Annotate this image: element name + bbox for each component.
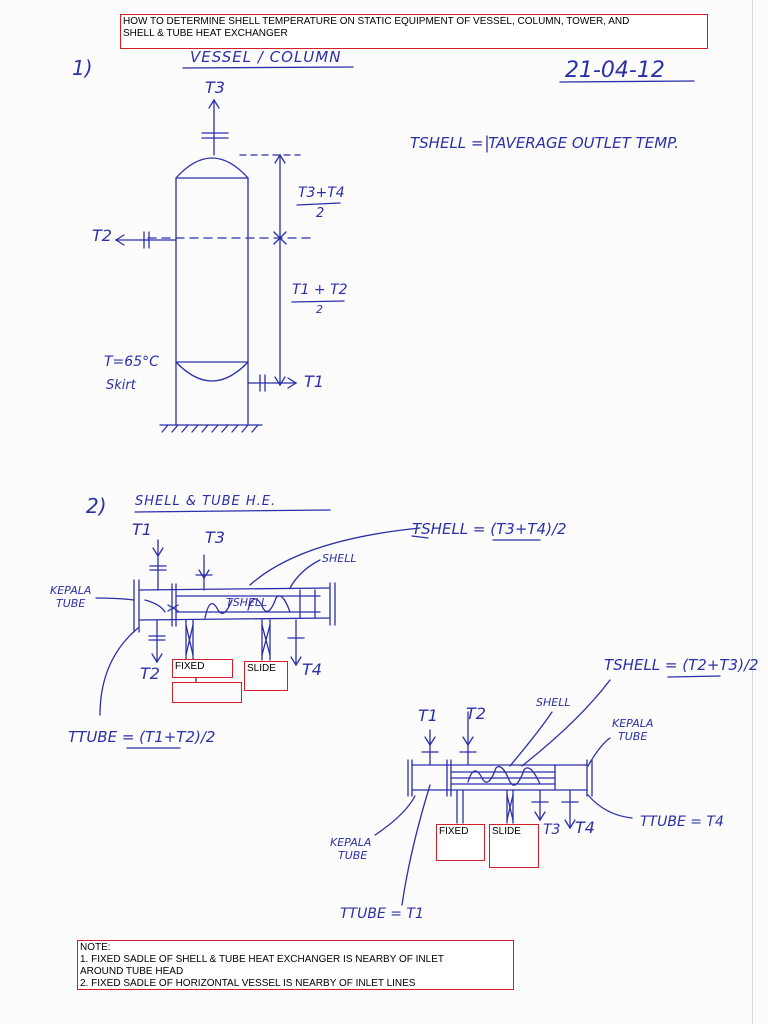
he1-shell-inside-label: TSHELL (226, 596, 268, 609)
header-note-box: HOW TO DETERMINE SHELL TEMPERATURE ON ST… (120, 14, 708, 49)
he2-head-left-line1: KEPALA (330, 836, 372, 849)
he1-slide-saddle-box: SLIDE (244, 661, 288, 691)
he2-tube-formula-left: TTUBE = T1 (340, 906, 424, 922)
skirt-temperature: T=65°C (104, 354, 159, 370)
lower-fraction-denominator: 2 (316, 303, 323, 316)
he2-fixed-saddle-box: FIXED (436, 824, 485, 861)
page-edge (752, 0, 753, 1024)
section2-number: 2) (86, 494, 107, 518)
he2-shell-label: SHELL (536, 696, 571, 709)
he1-tube-formula: TTUBE = (T1+T2)/2 (68, 728, 216, 746)
he2-fixed-label: FIXED (439, 826, 469, 837)
section1-date: 21-04-12 (565, 58, 665, 83)
vessel-top-head (175, 157, 249, 179)
vessel-t2-label: T2 (92, 226, 112, 245)
he2-shell-formula: TSHELL = (T2+T3)/2 (604, 656, 759, 674)
t3-arrow (208, 98, 220, 109)
he2-slide-label: SLIDE (492, 826, 521, 837)
he1-t3-label: T3 (205, 528, 225, 547)
section2-title-underline (134, 509, 331, 513)
he2-head-left-line2: TUBE (338, 849, 368, 862)
he2-slide-saddle-box: SLIDE (489, 824, 539, 868)
lower-fraction-numerator: T1 + T2 (292, 282, 348, 298)
he1-t1-label: T1 (132, 520, 152, 539)
date-underline (559, 80, 695, 83)
he1-shell-top (138, 587, 331, 591)
he1-head-label-line1: KEPALA (50, 584, 92, 597)
vessel-bottom-head (175, 361, 249, 382)
he1-t4-label: T4 (302, 660, 322, 679)
upper-fraction-denominator: 2 (316, 206, 325, 221)
upper-fraction-numerator: T3+T4 (298, 185, 345, 201)
he1-shell-bottom (138, 617, 331, 621)
he1-shell-label: SHELL (322, 552, 357, 565)
shell-temperature-formula: TSHELL = TAVERAGE OUTLET TEMP. (410, 134, 679, 152)
header-note-line1: HOW TO DETERMINE SHELL TEMPERATURE ON ST… (123, 16, 630, 27)
section1-number: 1) (72, 56, 93, 80)
he2-shell-fraction-bar (667, 675, 721, 678)
he2-t3-label: T3 (543, 822, 561, 838)
vessel-t1-label: T1 (304, 372, 324, 391)
he2-t1-label: T1 (418, 706, 438, 725)
section1-title: VESSEL / COLUMN (190, 48, 342, 66)
he1-fixed-label: FIXED (175, 661, 205, 672)
note-line3: 2. FIXED SADLE OF HORIZONTAL VESSEL IS N… (80, 978, 416, 989)
he2-t4-label: T4 (575, 818, 595, 837)
he1-shell-formula: TSHELL = (T3+T4)/2 (412, 520, 567, 538)
he1-blank-box (172, 682, 242, 703)
vessel-t3-label: T3 (205, 78, 225, 97)
header-note-line2: SHELL & TUBE HEAT EXCHANGER (123, 28, 288, 39)
footer-note-box: NOTE: 1. FIXED SADLE OF SHELL & TUBE HEA… (77, 940, 514, 990)
he2-tube-formula-right: TTUBE = T4 (640, 814, 724, 830)
he2-head-right-line2: TUBE (618, 730, 648, 743)
title-underline (182, 66, 354, 69)
he2-head-right-line1: KEPALA (612, 717, 654, 730)
he1-fixed-saddle-box: FIXED (172, 659, 233, 678)
note-line2: AROUND TUBE HEAD (80, 966, 184, 977)
he2-t2-label: T2 (466, 704, 486, 723)
he1-t2-label: T2 (140, 664, 160, 683)
he1-slide-label: SLIDE (247, 663, 276, 674)
skirt-label: Skirt (106, 378, 136, 393)
note-title: NOTE: (80, 942, 111, 953)
section2-title: SHELL & TUBE H.E. (135, 494, 277, 509)
note-line1: 1. FIXED SADLE OF SHELL & TUBE HEAT EXCH… (80, 954, 444, 965)
he1-head-label-line2: TUBE (56, 597, 86, 610)
